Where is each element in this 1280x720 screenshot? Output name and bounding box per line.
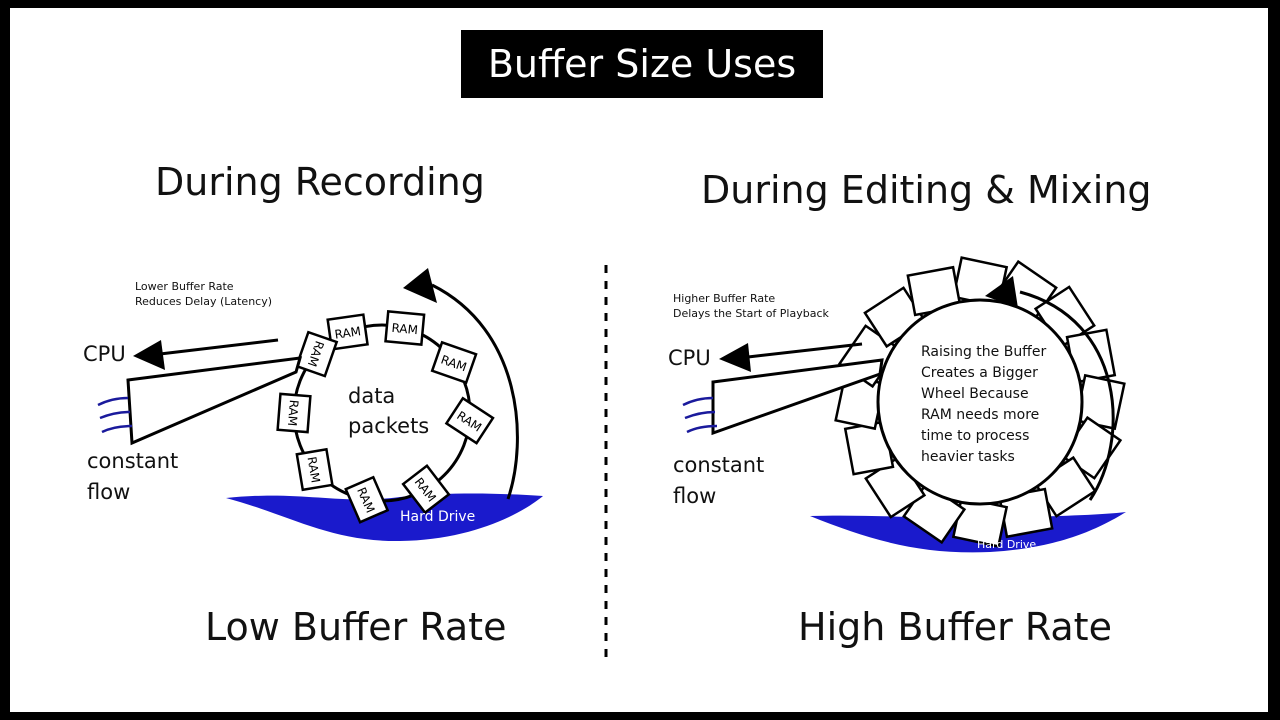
- ram-block-box: [295, 447, 334, 492]
- right-hard-drive-label: Hard Drive: [977, 538, 1036, 551]
- right-wheel-line: Raising the Buffer: [921, 344, 1047, 360]
- right-wheel-line: heavier tasks: [921, 449, 1015, 465]
- left-note-line1: Lower Buffer Rate: [135, 280, 234, 293]
- right-wheel-line: RAM needs more: [921, 407, 1040, 423]
- right-wheel-line: Wheel Because: [921, 386, 1029, 402]
- ram-block-label: RAM: [334, 324, 362, 342]
- right-note-line2: Delays the Start of Playback: [673, 307, 829, 320]
- left-center-label: data packets: [348, 381, 429, 441]
- page-title-text: Buffer Size Uses: [487, 42, 797, 86]
- left-hard-drive-label: Hard Drive: [400, 509, 475, 525]
- right-wheel-line: time to process: [921, 428, 1030, 444]
- right-return-loop: [1019, 290, 1115, 501]
- ram-block: RAM: [444, 396, 495, 445]
- left-cpu-arrow-line: [159, 338, 279, 356]
- left-hard-drive-water: [226, 493, 543, 542]
- left-flow-line2: flow: [87, 480, 131, 504]
- ram-block: RAM: [295, 447, 334, 492]
- right-flow-lines: [682, 396, 718, 434]
- left-cpu-label: CPU: [83, 342, 126, 366]
- ram-block-box: [430, 340, 478, 385]
- ram-block: RAM: [401, 464, 451, 515]
- left-footer: Low Buffer Rate: [205, 605, 507, 649]
- left-flow-lines: [97, 396, 133, 434]
- left-note-line2: Reduces Delay (Latency): [135, 295, 273, 308]
- left-heading: During Recording: [155, 160, 485, 204]
- ram-block-box: [326, 313, 369, 351]
- left-loop-arrowhead: [403, 268, 437, 303]
- left-center-line1: data: [348, 384, 396, 408]
- left-note: Lower Buffer Rate Reduces Delay (Latency…: [135, 279, 272, 309]
- right-cpu-label: CPU: [668, 346, 711, 370]
- right-note: Higher Buffer Rate Delays the Start of P…: [673, 291, 829, 321]
- ram-block: RAM: [384, 310, 426, 346]
- right-wheel-circle: [876, 298, 1084, 506]
- right-note-line1: Higher Buffer Rate: [673, 292, 776, 305]
- ram-block-box: [344, 475, 390, 524]
- left-flow-label: constant flow: [87, 446, 178, 508]
- right-wheel-text: Raising the Buffer Creates a Bigger Whee…: [921, 342, 1046, 468]
- ram-block-label: RAM: [391, 321, 419, 337]
- right-flow-label: constant flow: [673, 450, 764, 512]
- right-wheel-line: Creates a Bigger: [921, 365, 1038, 381]
- left-chute: [126, 356, 303, 446]
- right-chute: [711, 358, 884, 436]
- right-loop-arrowhead: [985, 276, 1018, 308]
- right-cpu-arrowhead: [719, 343, 751, 372]
- left-flow-line1: constant: [87, 449, 179, 473]
- ram-block-box: [401, 464, 451, 515]
- ram-block: RAM: [294, 330, 339, 378]
- ram-block-box: [384, 310, 426, 346]
- left-cpu-arrowhead: [133, 340, 165, 370]
- ram-block: RAM: [430, 340, 478, 385]
- page-title: Buffer Size Uses: [461, 30, 823, 98]
- right-heading: During Editing & Mixing: [701, 168, 1152, 212]
- ram-block-label: RAM: [305, 456, 323, 484]
- ram-block-box: [276, 392, 312, 434]
- right-cpu-arrow-line: [747, 342, 863, 359]
- ram-block: RAM: [276, 392, 312, 434]
- ram-block: RAM: [344, 475, 390, 524]
- right-flow-line2: flow: [673, 484, 717, 508]
- ram-block: RAM: [326, 313, 369, 351]
- ram-block-box: [444, 396, 495, 445]
- ram-block-box: [294, 330, 339, 378]
- right-footer: High Buffer Rate: [798, 605, 1112, 649]
- left-return-loop: [431, 283, 519, 500]
- ram-block-label: RAM: [285, 399, 301, 426]
- right-flow-line1: constant: [673, 453, 765, 477]
- left-center-line2: packets: [348, 414, 430, 438]
